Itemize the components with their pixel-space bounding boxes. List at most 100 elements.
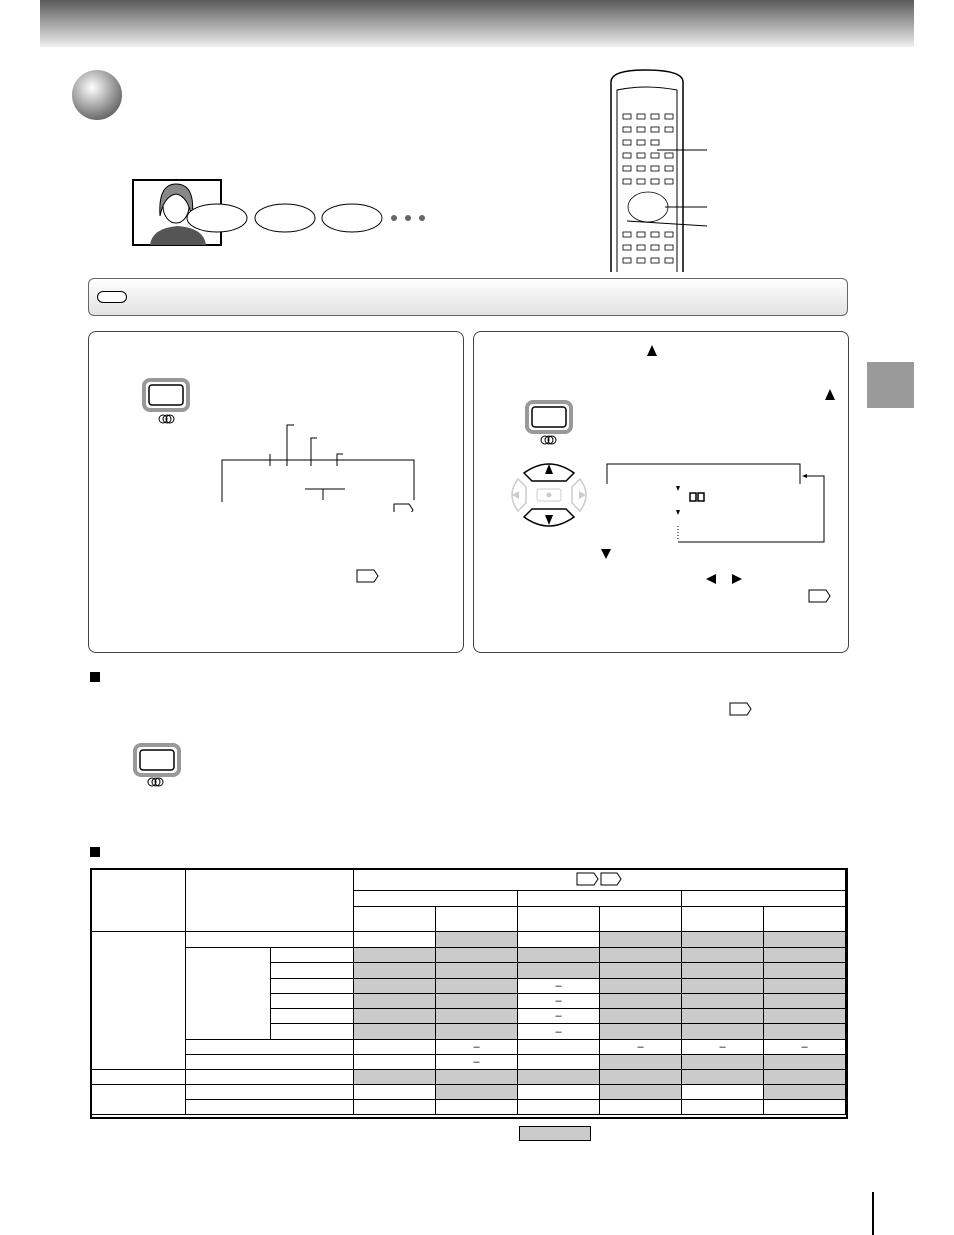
table-cell: [435, 993, 518, 1009]
table-cell: [681, 1023, 764, 1040]
row-label: [185, 1069, 354, 1085]
table-cell: [353, 1023, 436, 1040]
table-cell: [599, 962, 682, 979]
table-cell: [353, 978, 436, 994]
up-arrow-icon: [825, 389, 835, 400]
page-ref-icon: [576, 872, 622, 885]
page-ref-icon: [393, 503, 414, 512]
table-cell: [517, 1039, 600, 1055]
table-cell: [517, 1084, 600, 1100]
table-cell: [763, 1054, 846, 1070]
shaded-legend-swatch: [519, 1126, 591, 1141]
table-cell: [763, 993, 846, 1009]
table-cell: [353, 947, 436, 963]
instruction-panel-right: [473, 331, 849, 653]
table-cell: [763, 962, 846, 979]
table-cell: [681, 1008, 764, 1024]
table-cell: [517, 1099, 600, 1115]
row-label: [270, 1008, 354, 1024]
table-cell: [599, 978, 682, 994]
header-cell: [185, 869, 354, 932]
compatibility-table: – – – – –––– –: [91, 869, 846, 1115]
table-cell: [435, 931, 518, 948]
table-cell: [517, 962, 600, 979]
table-cell: [353, 1099, 436, 1115]
page-ref-icon: [729, 702, 752, 716]
table-cell: [599, 1054, 682, 1070]
table-cell: [599, 1084, 682, 1100]
page-number-rule: [872, 1192, 874, 1235]
table-cell: [681, 978, 764, 994]
table-cell: [763, 1069, 846, 1085]
table-cell: [763, 947, 846, 963]
table-cell: [681, 1069, 764, 1085]
table-cell: [681, 1099, 764, 1115]
table-cell: [681, 1054, 764, 1070]
table-cell: [435, 947, 518, 963]
table-cell: [353, 1054, 436, 1070]
table-cell: [435, 1069, 518, 1085]
chapter-tab: [867, 362, 914, 408]
table-cell: [353, 993, 436, 1009]
table-cell: [353, 962, 436, 979]
dpad-icon: [511, 463, 587, 527]
table-cell: [353, 1069, 436, 1085]
table-cell: [599, 1008, 682, 1024]
row-label: [185, 931, 354, 948]
button-icon: [525, 400, 573, 445]
instruction-panel-left: [88, 331, 464, 653]
button-icon: [142, 378, 190, 424]
header-cell: [353, 890, 518, 907]
table-cell: [763, 931, 846, 948]
bullet-square-icon: [90, 672, 100, 682]
button-icon: [133, 743, 181, 787]
row-label: [185, 1054, 354, 1070]
bullet-square-icon: [90, 847, 100, 857]
table-cell: [517, 947, 600, 963]
row-subgroup-cell: [185, 947, 271, 1040]
header-cell: [517, 890, 682, 907]
table-cell: –: [517, 1008, 600, 1024]
row-group-cell: [91, 1069, 186, 1085]
table-cell: [681, 931, 764, 948]
speech-bubble-icon: [254, 203, 316, 233]
table-cell: [763, 1099, 846, 1115]
table-cell: [353, 1039, 436, 1055]
row-label: [270, 978, 354, 994]
table-cell: –: [517, 1023, 600, 1040]
table-cell: [517, 931, 600, 948]
header-cell: [763, 906, 846, 932]
header-cell: [599, 906, 682, 932]
table-cell: [599, 1099, 682, 1115]
table-cell: [353, 931, 436, 948]
table-cell: [599, 1023, 682, 1040]
table-cell: [435, 1099, 518, 1115]
up-arrow-icon: [647, 345, 657, 356]
table-cell: [599, 931, 682, 948]
header-cell: [517, 906, 600, 932]
page-ref-icon: [808, 589, 831, 603]
row-label: [270, 1023, 354, 1040]
table-cell: [763, 1008, 846, 1024]
down-arrow-icon: [601, 549, 611, 559]
left-right-arrows-icon: [706, 574, 742, 584]
row-label: [185, 1039, 354, 1055]
table-cell: [353, 1084, 436, 1100]
table-cell: [681, 993, 764, 1009]
table-cell: –: [763, 1039, 846, 1055]
table-cell: [435, 978, 518, 994]
table-cell: [763, 1023, 846, 1040]
row-group-cell: [91, 931, 186, 1070]
table-cell: –: [681, 1039, 764, 1055]
row-label: [270, 947, 354, 963]
header-cell: [681, 906, 764, 932]
header-cell: [353, 906, 436, 932]
table-cell: [353, 1008, 436, 1024]
table-cell: [599, 993, 682, 1009]
table-cell: –: [599, 1039, 682, 1055]
row-group-cell: [91, 1084, 186, 1115]
row-label: [270, 962, 354, 979]
table-cell: [681, 947, 764, 963]
remote-control-icon: [610, 69, 708, 272]
